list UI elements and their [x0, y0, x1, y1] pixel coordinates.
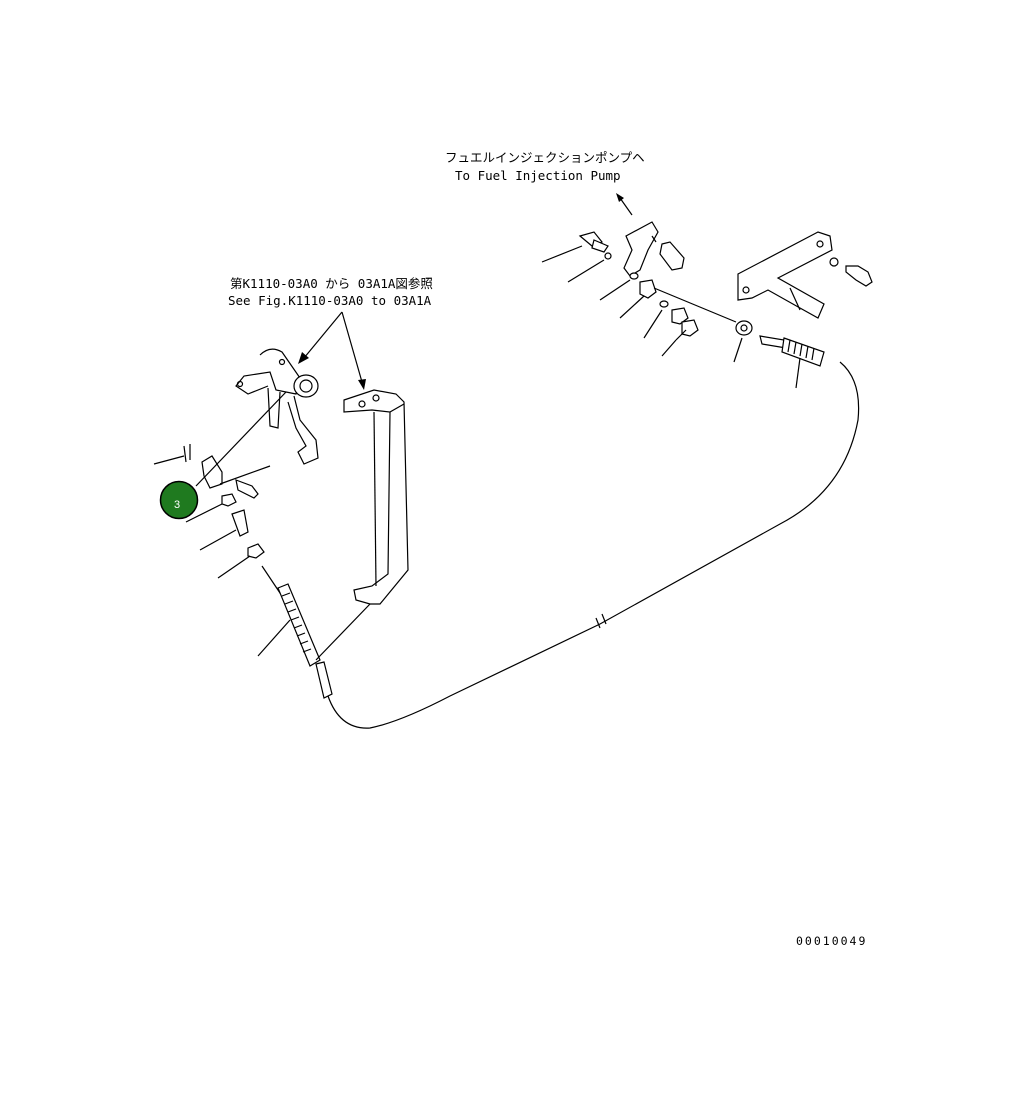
drawing-number: 00010049 — [796, 934, 867, 948]
pump-label-en: To Fuel Injection Pump — [455, 168, 621, 183]
right-bolts — [578, 221, 873, 337]
right-spring-end — [759, 335, 825, 367]
right-mounting-plate — [737, 231, 833, 319]
reference-label-jp: 第K1110-03A0 から 03A1A図参照 — [230, 276, 433, 291]
left-spring-end — [261, 565, 333, 699]
callout-3[interactable]: 3 — [159, 480, 199, 520]
rod-bracket — [343, 389, 409, 605]
reference-arrows — [298, 311, 366, 390]
pump-direction-arrow — [616, 193, 633, 216]
throttle-cable — [327, 361, 860, 729]
pump-label-jp: フュエルインジェクションポンプヘ — [445, 150, 645, 165]
cable-break-mark — [595, 613, 607, 629]
callout-number: 3 — [174, 499, 180, 511]
reference-label-en: See Fig.K1110-03A0 to 03A1A — [228, 293, 432, 308]
leader-lines — [153, 245, 801, 661]
left-bracket-assembly — [235, 348, 319, 465]
left-small-parts — [183, 444, 265, 559]
callout-circle[interactable] — [159, 480, 199, 520]
